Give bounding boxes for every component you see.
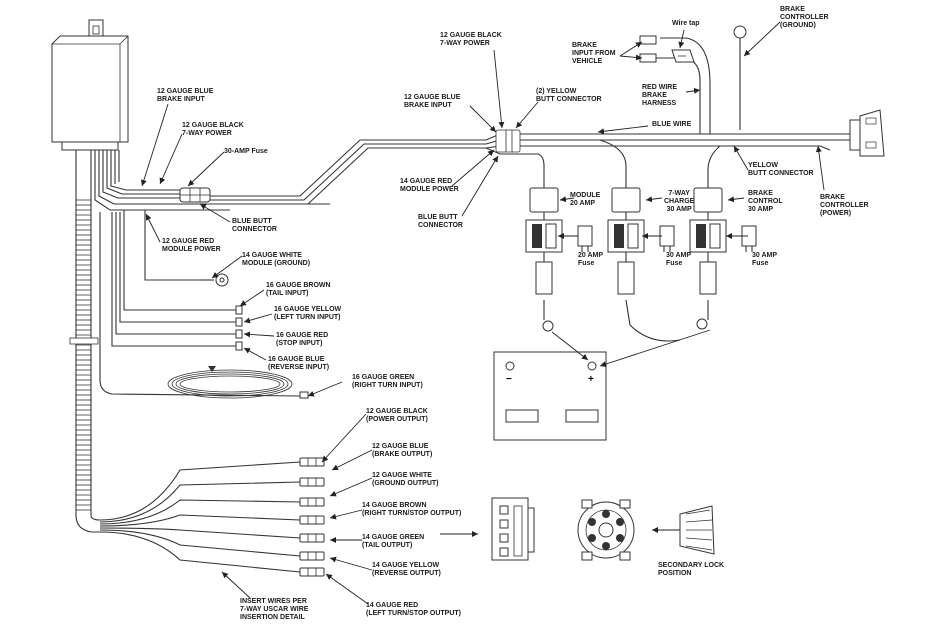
label-secondary-lock-position: SECONDARY LOCK POSITION — [658, 562, 725, 577]
battery-positive-symbol: + — [588, 374, 594, 385]
output-terminal-icon — [299, 457, 325, 467]
module-wire-bundle — [94, 150, 330, 397]
7-way-connector-face-icon — [577, 499, 635, 561]
label-fuse-30-a: 30 AMP Fuse — [666, 252, 692, 267]
coiled-wire-icon — [167, 366, 293, 399]
label-red-module-power-left: 12 GAUGE RED MODULE POWER — [162, 238, 221, 253]
center-junction — [485, 129, 850, 155]
label-brake-controller-ground: BRAKE CONTROLLER (GROUND) — [780, 6, 829, 29]
fuse-holder-icon — [607, 187, 645, 295]
butt-connector-icon — [179, 187, 211, 203]
output-wire — [99, 531, 301, 573]
output-terminal-icon — [299, 567, 325, 577]
output-wire — [99, 527, 301, 539]
brake-controller-plug-icon — [849, 109, 885, 157]
label-yellow-reverse-output: 14 GAUGE YELLOW (REVERSE OUTPUT) — [372, 562, 441, 577]
fuse-holder-icon — [525, 187, 563, 295]
label-blue-wire: BLUE WIRE — [652, 121, 692, 128]
label-fuse-30-b: 30 AMP Fuse — [752, 252, 778, 267]
label-fuse-20: 20 AMP Fuse — [578, 252, 604, 267]
label-module-20-amp: MODULE 20 AMP — [570, 192, 601, 207]
label-black-7way-power-left: 12 GAUGE BLACK 7-WAY POWER — [182, 122, 244, 137]
label-blue-butt-connector-mid: BLUE BUTT CONNECTOR — [418, 214, 463, 229]
fuse-icon — [741, 225, 757, 252]
label-green-right-turn-input: 16 GAUGE GREEN (RIGHT TURN INPUT) — [352, 374, 423, 389]
label-brown-right-turn-stop-output: 14 GAUGE BROWN (RIGHT TURN/STOP OUTPUT) — [362, 502, 462, 517]
fuse-holder-icon — [689, 187, 727, 295]
label-7way-charge-30-amp: 7-WAY CHARGE 30 AMP — [664, 190, 695, 213]
label-insert-wires: INSERT WIRES PER 7-WAY USCAR WIRE INSERT… — [240, 598, 309, 621]
label-white-module-ground: 14 GAUGE WHITE MODULE (GROUND) — [242, 252, 311, 267]
label-blue-brake-input-left: 12 GAUGE BLUE BRAKE INPUT — [157, 88, 214, 103]
ring-terminal-icon — [200, 273, 229, 287]
battery-icon — [493, 351, 607, 441]
label-red-stop-input: 16 GAUGE RED (STOP INPUT) — [276, 332, 329, 347]
trunk-ribs — [76, 199, 91, 511]
label-green-tail-output: 14 GAUGE GREEN (TAIL OUTPUT) — [362, 534, 425, 549]
label-brown-tail-input: 16 GAUGE BROWN (TAIL INPUT) — [266, 282, 331, 297]
annotation-arrows — [140, 21, 825, 605]
secondary-lock-icon — [679, 505, 715, 555]
input-connectors — [235, 305, 309, 399]
output-wire — [99, 529, 301, 557]
fuse-icon — [659, 225, 675, 252]
output-terminal-icon — [299, 533, 325, 543]
label-white-ground-output: 12 GAUGE WHITE (GROUND OUTPUT) — [372, 472, 439, 487]
output-terminal-icon — [299, 477, 325, 487]
label-fuse-30-left: 30-AMP Fuse — [224, 148, 268, 155]
label-red-module-power-mid: 14 GAUGE RED MODULE POWER — [400, 178, 459, 193]
output-wire — [99, 499, 301, 525]
label-blue-brake-output: 12 GAUGE BLUE (BRAKE OUTPUT) — [372, 443, 433, 458]
fuse-holders — [525, 187, 757, 295]
label-yellow-butt-connector-2: (2) YELLOW BUTT CONNECTOR — [536, 88, 602, 103]
label-blue-butt-connector-left: BLUE BUTT CONNECTOR — [232, 218, 277, 233]
wire-tap-icon — [639, 35, 711, 134]
output-wire-fan — [99, 457, 325, 577]
module-box-icon — [51, 19, 129, 151]
label-black-power-output: 12 GAUGE BLACK (POWER OUTPUT) — [366, 408, 428, 423]
label-blue-brake-input-top: 12 GAUGE BLUE BRAKE INPUT — [404, 94, 461, 109]
battery-ring-terminals — [542, 299, 709, 342]
label-yellow-left-turn-input: 16 GAUGE YELLOW (LEFT TURN INPUT) — [274, 306, 342, 321]
output-wire — [99, 461, 301, 521]
output-terminal-icon — [299, 515, 325, 525]
battery-negative-symbol: − — [506, 374, 512, 385]
label-wire-tap: Wire tap — [672, 20, 700, 27]
label-black-7way-power-top: 12 GAUGE BLACK 7-WAY POWER — [440, 32, 502, 47]
ground-wire — [733, 25, 747, 130]
label-brake-control-30-amp: BRAKE CONTROL 30 AMP — [748, 190, 783, 213]
label-brake-input-from-vehicle: BRAKE INPUT FROM VEHICLE — [572, 42, 616, 65]
output-terminal-icon — [299, 497, 325, 507]
label-brake-controller-power: BRAKE CONTROLLER (POWER) — [820, 194, 869, 217]
output-terminal-icon — [299, 551, 325, 561]
main-harness-trunk — [69, 150, 101, 533]
fuse-icon — [577, 225, 593, 252]
label-red-left-turn-stop-output: 14 GAUGE RED (LEFT TURN/STOP OUTPUT) — [366, 602, 462, 617]
harness-run-top — [210, 139, 486, 205]
output-wire — [99, 514, 301, 527]
label-yellow-butt-connector: YELLOW BUTT CONNECTOR — [748, 162, 814, 177]
7-way-connector-icon — [491, 497, 535, 561]
output-wire — [99, 481, 301, 523]
label-red-wire-brake-harness: RED WIRE BRAKE HARNESS — [642, 84, 677, 107]
label-blue-reverse-input: 16 GAUGE BLUE (REVERSE INPUT) — [268, 356, 330, 371]
